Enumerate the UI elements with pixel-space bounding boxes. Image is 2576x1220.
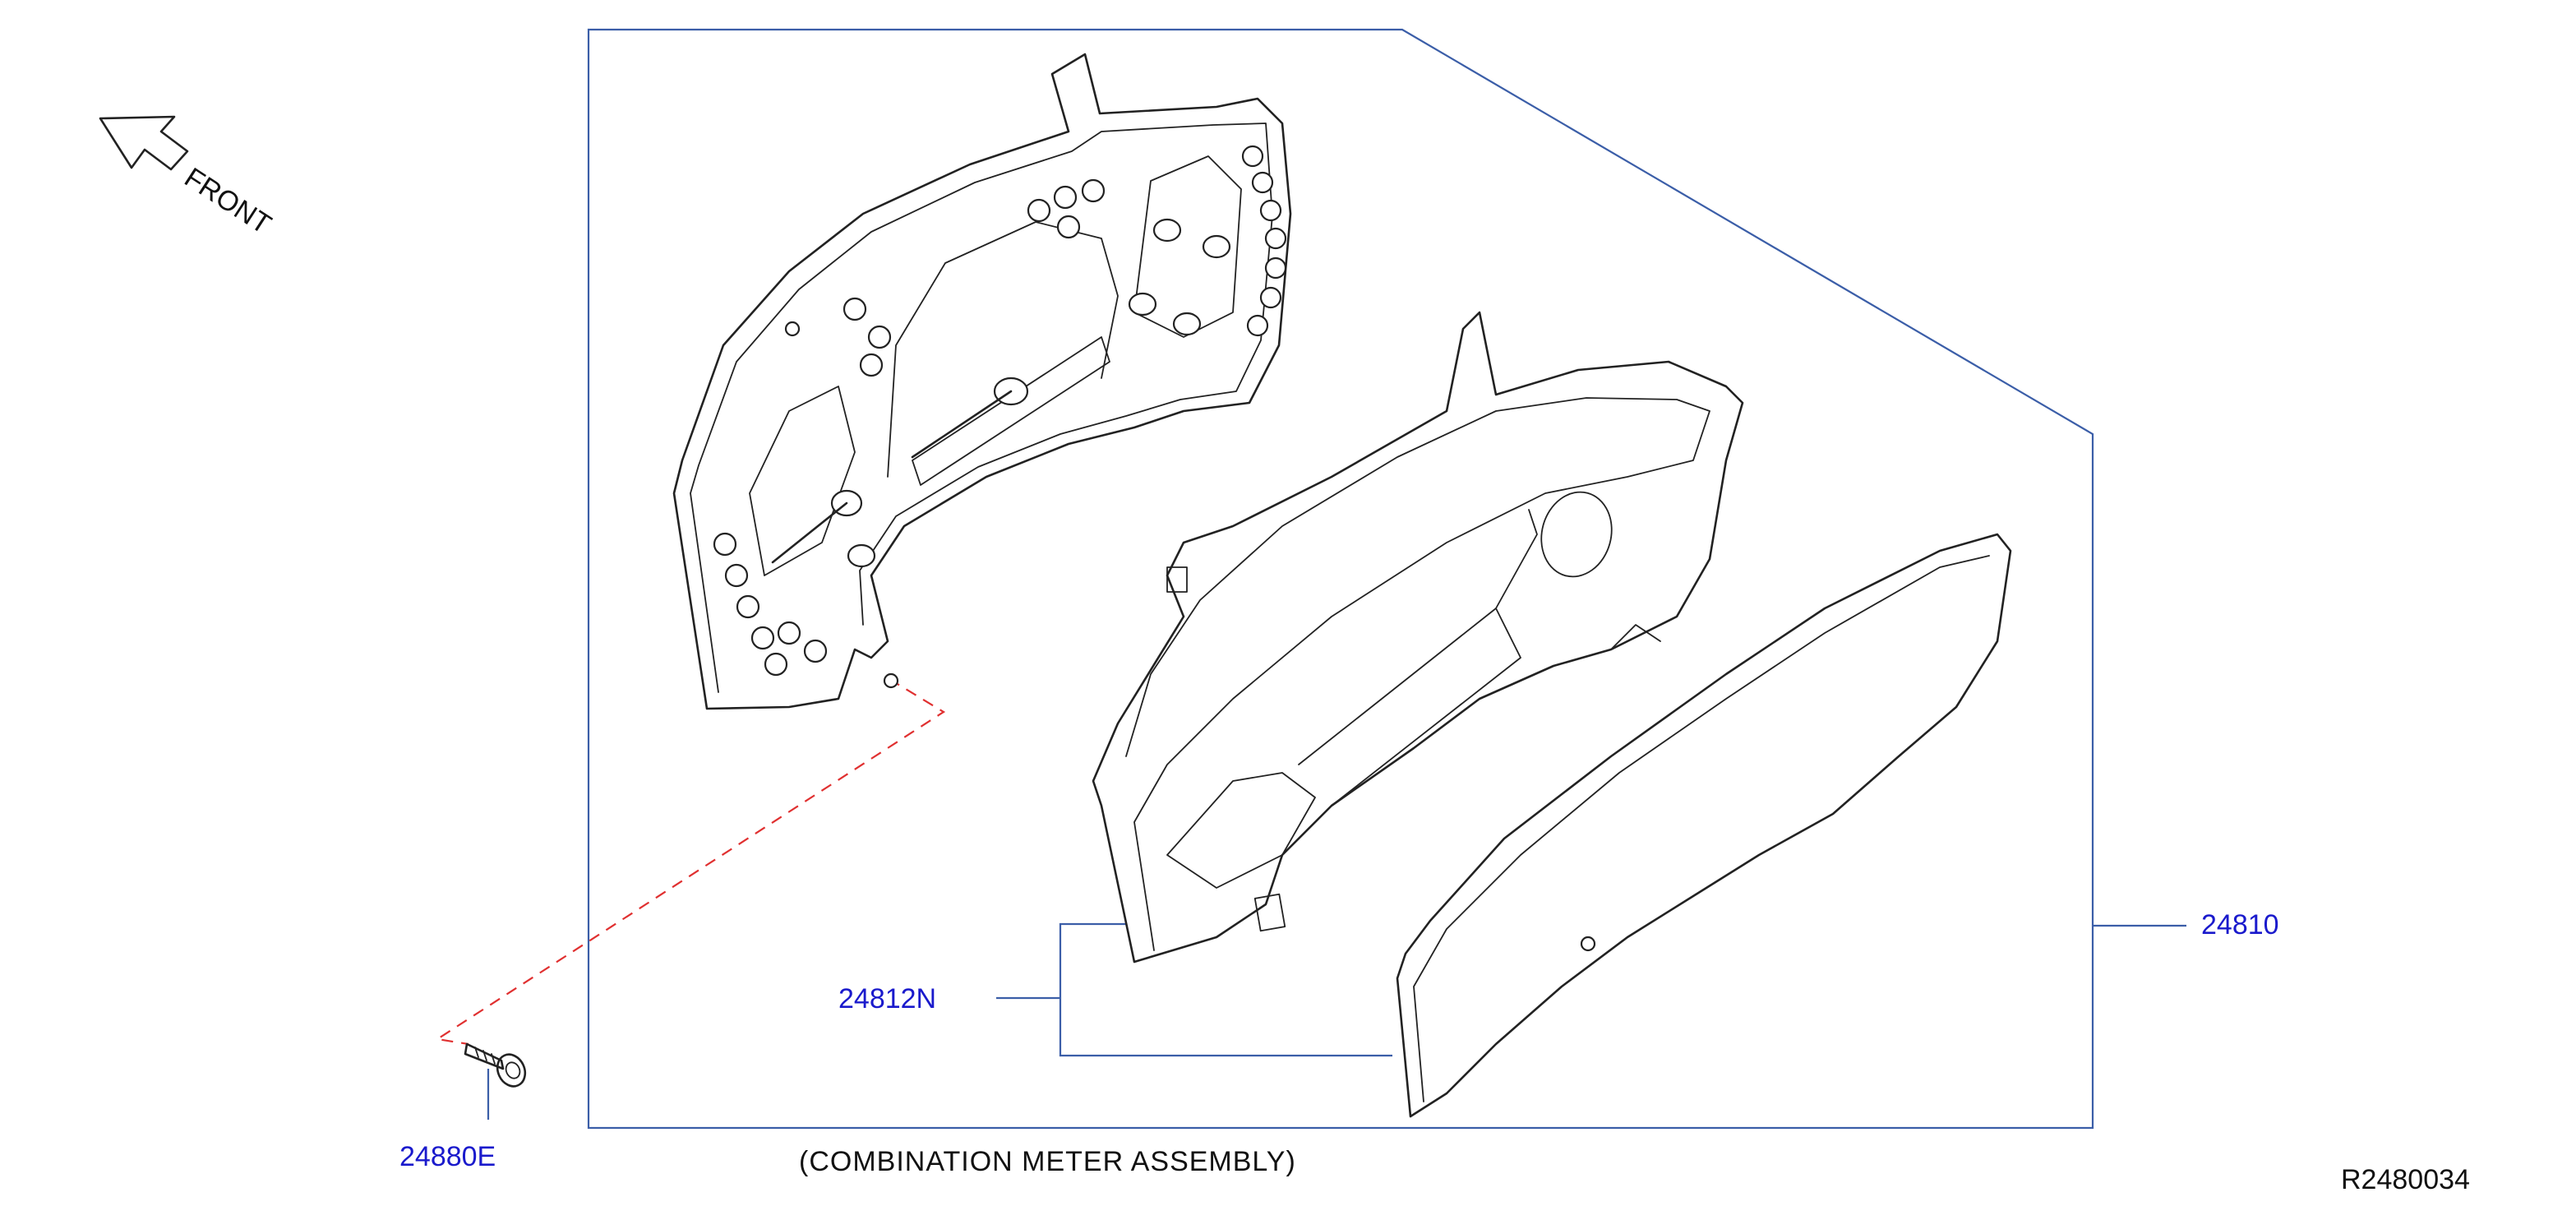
reference-code: R2480034	[2341, 1164, 2470, 1195]
front-arrow-icon	[99, 115, 189, 171]
assembly-boundary	[587, 28, 2094, 1130]
screw-dashed-path	[434, 678, 946, 1046]
leader-24812n	[996, 922, 1392, 1057]
callout-24810: 24810	[2201, 909, 2279, 940]
meter-lens-bezel	[1092, 311, 1744, 964]
screw-24880e	[464, 1042, 527, 1120]
meter-body	[672, 53, 1292, 710]
front-label: FRONT	[179, 162, 277, 241]
callout-24812n: 24812N	[838, 983, 936, 1014]
callout-24880e: 24880E	[399, 1141, 496, 1172]
meter-front-cover	[1396, 533, 2012, 1118]
assembly-caption: (COMBINATION METER ASSEMBLY)	[799, 1146, 1296, 1177]
